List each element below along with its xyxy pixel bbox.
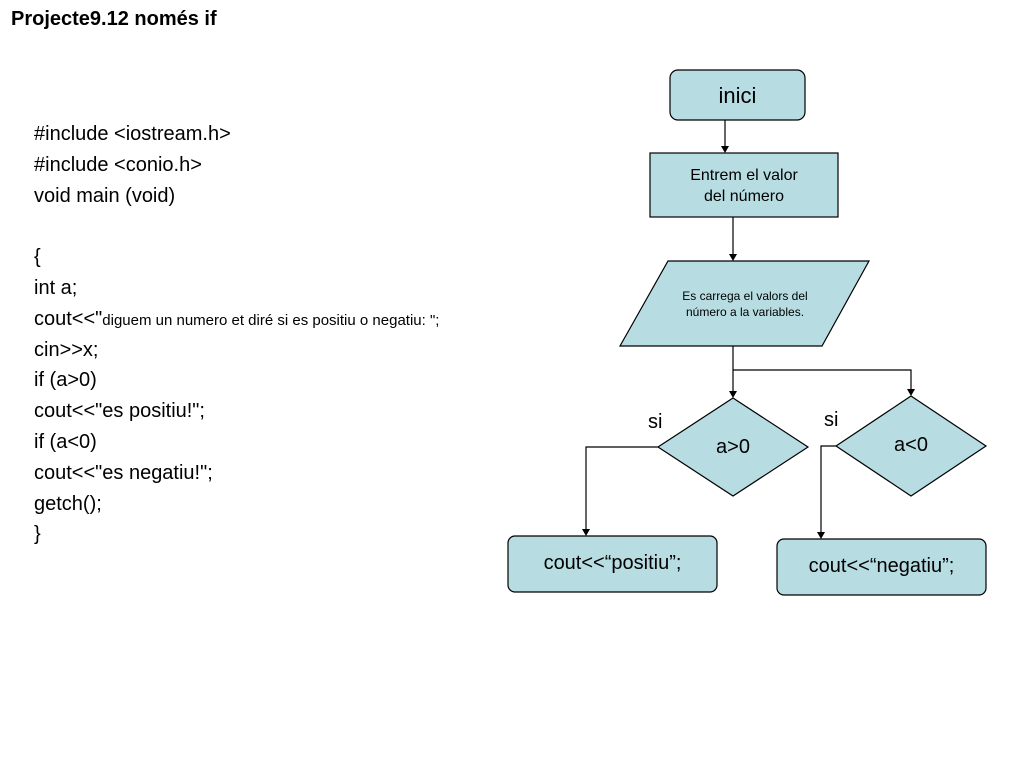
arrowhead: [721, 146, 729, 153]
io-label-line1: Es carrega el valors del: [682, 289, 808, 303]
arrowhead: [729, 254, 737, 261]
input-process-label: Entrem el valor del número: [650, 165, 838, 207]
output-negative-label: cout<<“negatiu”;: [808, 555, 955, 577]
input-process-shape: [649, 152, 839, 218]
code-line: #include <iostream.h>: [34, 123, 231, 145]
input-process-label-line2: del número: [703, 188, 785, 205]
code-line: cout<<"es negatiu!";: [34, 461, 213, 484]
io-label: Es carrega el valors del número a la var…: [645, 288, 845, 320]
start-terminal-label: inici: [718, 83, 757, 108]
code-line: cin>>x;: [34, 338, 99, 361]
code-listing: #include <iostream.h> #include <conio.h>…: [34, 119, 439, 550]
connector-decision2-yes: [820, 445, 836, 533]
code-line: if (a>0): [34, 369, 97, 392]
code-line: if (a<0): [34, 430, 97, 453]
code-line: getch();: [34, 492, 102, 515]
arrowhead: [729, 391, 737, 398]
output-positive-shape: [507, 535, 718, 593]
code-line: cout<<"es positiu!";: [34, 400, 205, 423]
decision-a-negative-label: a<0: [894, 434, 928, 456]
connector-decision1-yes: [585, 446, 658, 530]
arrowhead: [817, 532, 825, 539]
arrowhead: [907, 389, 915, 396]
decision-a-negative-shape: [834, 395, 988, 497]
yes-branch-label-2: si: [824, 409, 839, 431]
start-terminal-shape: [669, 69, 806, 121]
output-negative-shape: [776, 538, 987, 596]
code-prompt-string: diguem un numero et diré si es positiu o…: [102, 311, 440, 329]
code-line: }: [34, 523, 41, 546]
arrowhead: [582, 529, 590, 536]
input-process-label-line1: Entrem el valor: [690, 167, 798, 184]
io-parallelogram-shape: [618, 260, 871, 347]
slide-title: Projecte9.12 només if: [11, 8, 217, 30]
yes-branch-label-1: si: [648, 411, 663, 433]
code-line: void main (void): [34, 184, 176, 207]
decision-a-positive-label: a>0: [716, 436, 750, 458]
output-positive-label: cout<<“positiu”;: [543, 552, 682, 574]
code-line: #include <conio.h>: [34, 153, 202, 176]
code-line-cout-prompt: cout<<"diguem un numero et diré si es po…: [34, 304, 439, 335]
connector-io-to-decision2: [733, 369, 912, 390]
code-cout-prefix: cout<<": [34, 307, 103, 330]
code-line: int a;: [34, 276, 78, 299]
code-line: {: [34, 246, 41, 269]
decision-a-positive-shape: [656, 397, 810, 497]
io-label-line2: número a la variables.: [685, 305, 805, 319]
